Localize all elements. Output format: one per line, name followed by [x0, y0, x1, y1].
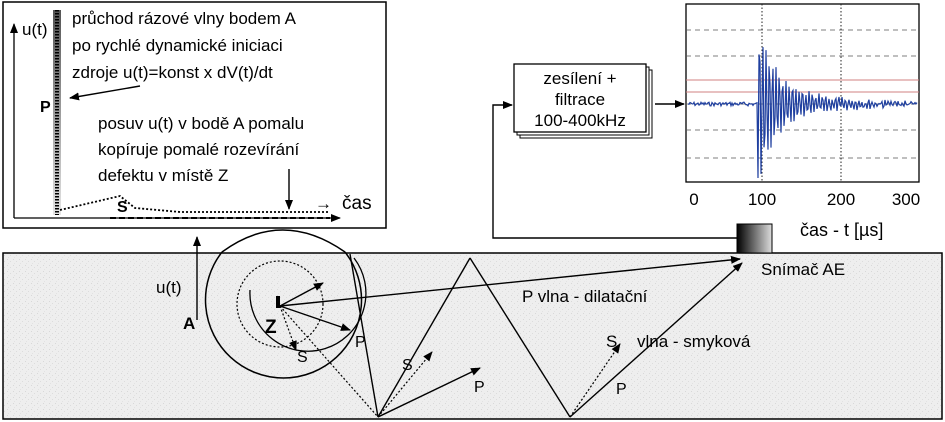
s-label-local: S	[297, 349, 308, 366]
point-a-label: A	[183, 314, 195, 333]
direct-p-ray	[279, 255, 741, 307]
x-tick-100: 100	[748, 190, 776, 209]
p-ray-down-1	[349, 253, 379, 418]
wavefront-arc-outer	[204, 251, 363, 379]
marker-p: P	[40, 99, 51, 116]
slow-text-3: defektu v místě Z	[98, 166, 228, 185]
specimen: u(t) A Z S P S P P vlna - dilatační S vl…	[2, 223, 943, 420]
specimen-block	[2, 252, 943, 420]
amplifier-line-2: filtrace	[555, 90, 605, 109]
p-wave-label: P vlna - dilatační	[522, 287, 648, 306]
s-arrow-right	[569, 343, 621, 418]
s-wavefront-dotted	[236, 260, 324, 348]
sensor-label: Snímač AE	[761, 260, 845, 279]
slow-text-2: kopíruje pomalé rozevírání	[98, 140, 300, 159]
x-tick-300: 300	[892, 190, 920, 209]
sensor-to-amplifier-wire	[492, 101, 737, 239]
ae-sensor	[736, 223, 773, 254]
p-label-local: P	[355, 334, 366, 351]
wave-text-2: po rychlé dynamické iniciaci	[72, 36, 283, 55]
source-defect	[276, 296, 280, 308]
displacement-label: u(t)	[156, 278, 182, 297]
s-wave-prefix: S	[606, 332, 617, 351]
signal-plot: 0 100 200 300 čas - t [µs]	[685, 3, 920, 240]
inset-x-label: čas	[342, 193, 372, 214]
s-label-mid: S	[402, 357, 413, 374]
s-ray-down	[279, 305, 379, 418]
ae-signal-trace	[687, 47, 918, 179]
p-arrow-upper	[279, 282, 324, 307]
signal-x-label: čas - t [µs]	[800, 220, 883, 240]
inset-x-arrow-glyph: →	[315, 194, 332, 213]
p-pointer-arrow	[69, 85, 141, 101]
p-ray-down-2	[469, 257, 571, 418]
amplifier-box: zesílení + filtrace 100-400kHz	[513, 63, 653, 139]
s-wave-label: vlna - smyková	[637, 332, 751, 351]
x-tick-0: 0	[689, 190, 698, 209]
p-ray-up-2	[569, 262, 743, 418]
amplifier-frame	[513, 63, 647, 133]
p-label-right: P	[616, 381, 627, 398]
x-tick-200: 200	[827, 190, 855, 209]
signal-frame	[685, 3, 920, 183]
source-z-label: Z	[265, 317, 277, 338]
p-arrow-mid	[377, 367, 481, 418]
wave-text-3: zdroje u(t)=konst x dV(t)/dt	[72, 63, 273, 82]
marker-s: S	[117, 199, 128, 216]
p-arrow-local	[279, 305, 351, 331]
inset-plot: u(t) čas → P S průchod rázové vlny bodem…	[2, 1, 387, 229]
wavefront-arc-inner	[249, 257, 367, 352]
p-ray-up-1	[377, 257, 471, 418]
slow-text-1: posuv u(t) v bodě A pomalu	[98, 114, 304, 133]
slow-displacement-curve	[59, 195, 330, 213]
inset-y-label: u(t)	[22, 20, 48, 39]
p-label-mid: P	[474, 379, 485, 396]
wave-text-1: průchod rázové vlny bodem A	[72, 9, 297, 28]
inset-frame	[2, 1, 387, 229]
amplifier-line-3: 100-400kHz	[534, 111, 626, 130]
wavefront-cap	[221, 229, 346, 253]
amplifier-line-1: zesílení +	[543, 69, 616, 88]
